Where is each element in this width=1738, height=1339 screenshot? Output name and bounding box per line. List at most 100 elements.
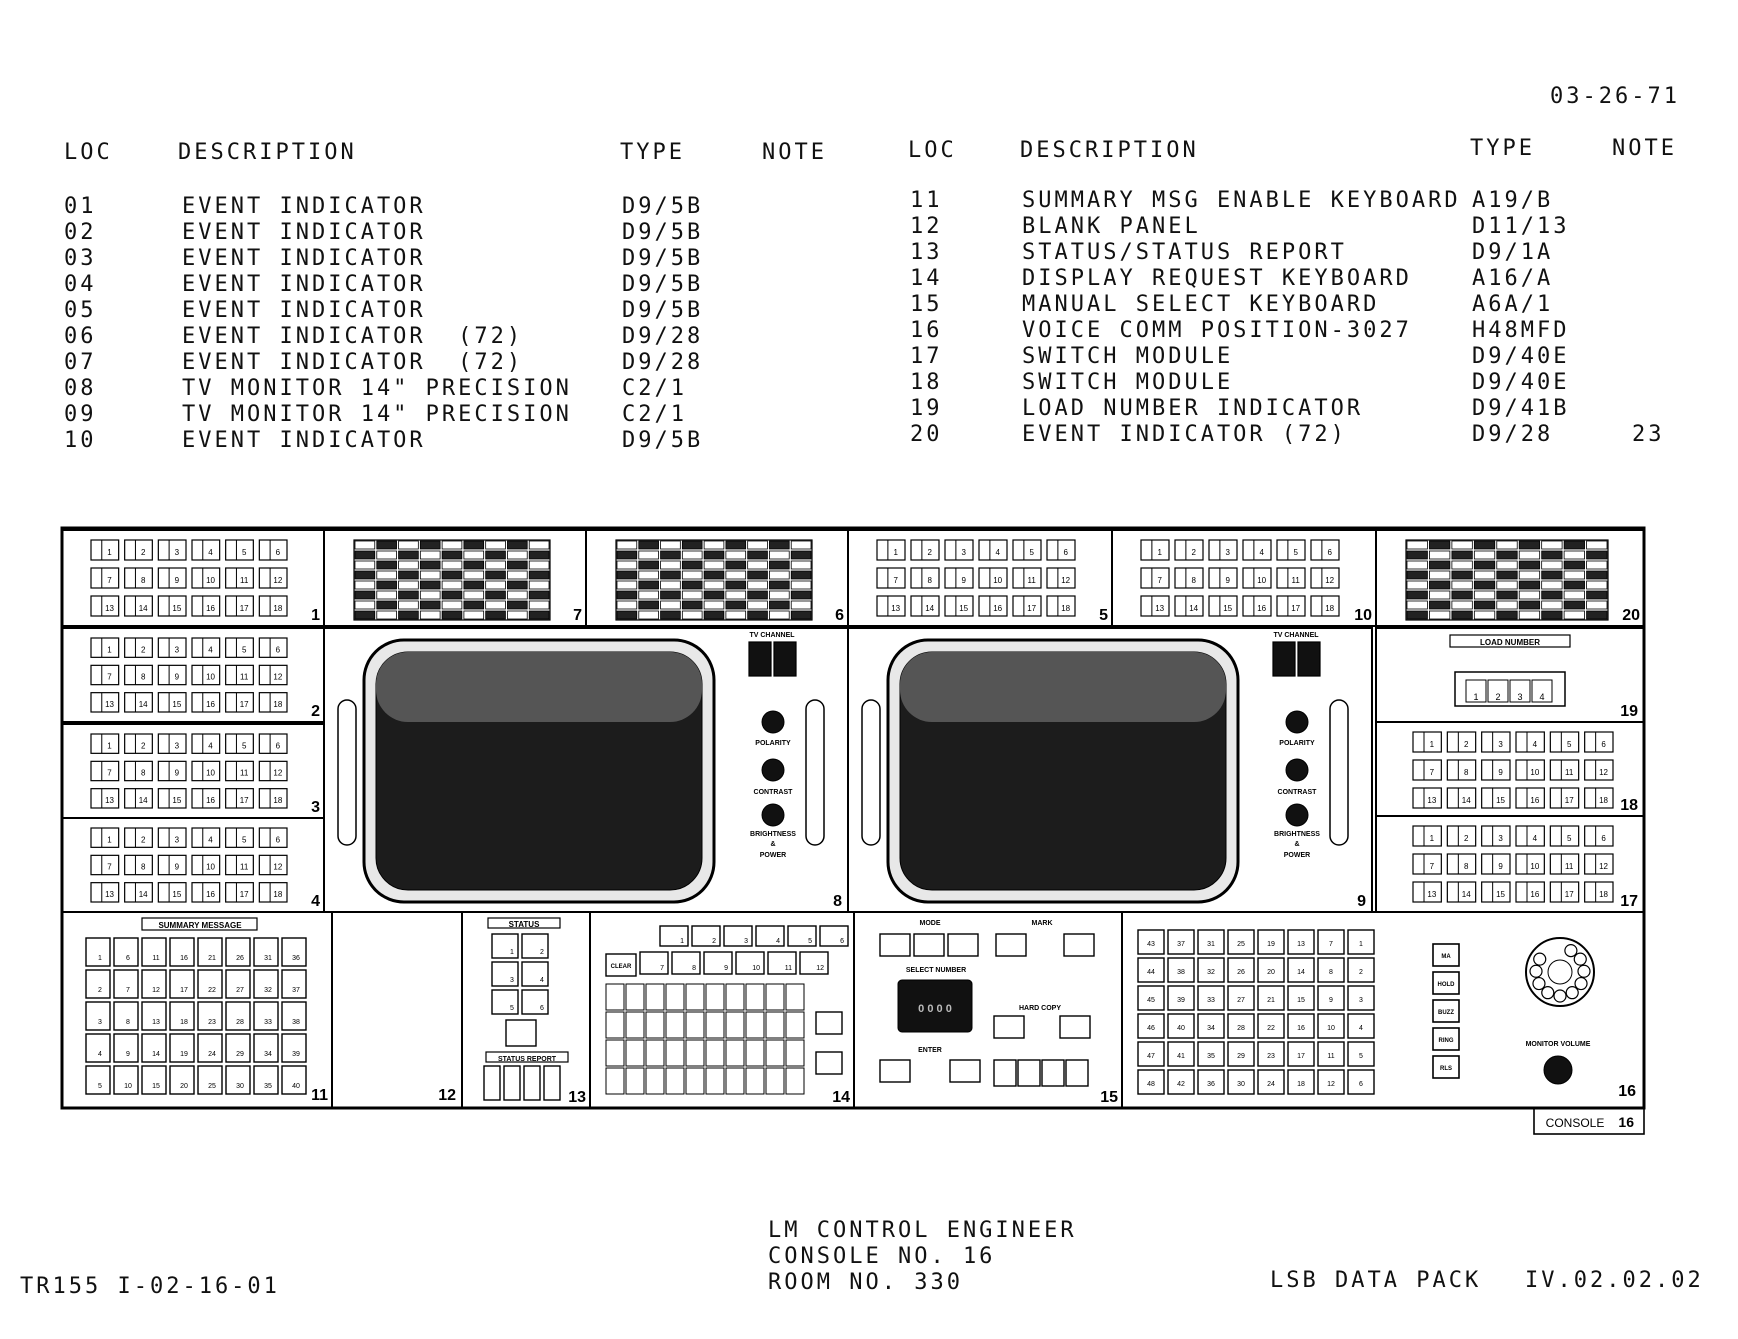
event-indicator-6-lamp <box>790 570 812 580</box>
event-indicator-6-lamp <box>769 610 790 620</box>
right-row-type: D9/40E <box>1472 370 1570 395</box>
event-indicator-6-lamp <box>638 580 659 590</box>
voice-comm-key <box>1257 957 1285 983</box>
switch-module-4-button-number: 13 <box>105 890 114 899</box>
switch-module-2-button <box>124 637 153 658</box>
switch-module-1-button <box>258 539 288 561</box>
panel-6-number: 6 <box>835 607 844 624</box>
switch-module-2-button-number: 17 <box>240 700 249 709</box>
switch-module-10-button <box>1174 567 1204 589</box>
event-indicator-7-lamp <box>528 610 550 620</box>
switch-module-3-button-number: 1 <box>107 741 112 750</box>
right-row-desc: VOICE COMM POSITION-3027 <box>1022 318 1412 343</box>
switch-module-18-button <box>1584 731 1614 753</box>
switch-module-4-button <box>157 827 187 848</box>
right-row-desc: SUMMARY MSG ENABLE KEYBOARD <box>1022 188 1461 213</box>
switch-module-10-button-number: 15 <box>1223 604 1232 613</box>
switch-module-17-button <box>1515 853 1545 875</box>
summary-key-number: 24 <box>208 1051 216 1058</box>
mark-key-1 <box>995 933 1027 957</box>
display-request-key <box>639 951 669 975</box>
summary-key <box>281 937 307 967</box>
event-indicator-20-lamp <box>1586 600 1608 610</box>
switch-module-17-button-number: 2 <box>1464 834 1469 843</box>
summary-key <box>225 969 251 999</box>
display-request-grid-cell <box>605 1067 625 1095</box>
display-request-key-number: 2 <box>712 938 716 945</box>
event-indicator-20-lamp <box>1429 610 1451 620</box>
event-indicator-20-lamp <box>1406 540 1428 550</box>
display-request-grid-cell <box>725 1039 745 1067</box>
switch-module-10-button-number: 6 <box>1327 548 1332 557</box>
voice-comm-key <box>1167 985 1195 1011</box>
summary-key <box>85 1001 111 1031</box>
switch-module-3-button-number: 12 <box>273 769 282 778</box>
status-button <box>491 961 519 987</box>
voice-comm-key-number: 43 <box>1147 941 1155 948</box>
switch-module-3-button <box>191 788 221 809</box>
event-indicator-7-lamp <box>485 580 506 590</box>
switch-module-5-button <box>910 595 940 617</box>
switch-module-18-button <box>1549 731 1580 753</box>
event-indicator-20-lamp <box>1541 540 1563 550</box>
switch-module-5-button-number: 16 <box>993 604 1002 613</box>
voice-comm-key <box>1167 957 1195 983</box>
display-request-grid-cell <box>685 983 705 1011</box>
event-indicator-20-lamp <box>1429 570 1451 580</box>
switch-module-10-button <box>1140 567 1170 589</box>
switch-module-2-button <box>90 692 120 713</box>
voice-comm-key-number: 20 <box>1267 969 1275 976</box>
event-indicator-20-lamp <box>1473 540 1496 550</box>
left-row-type: D9/5B <box>622 194 704 219</box>
voice-comm-key <box>1317 1041 1345 1067</box>
switch-module-18-button-number: 3 <box>1498 740 1503 749</box>
left-row-desc: EVENT INDICATOR <box>182 246 426 271</box>
dial-finger-hole <box>1529 964 1543 978</box>
status-button-number: 3 <box>510 977 514 984</box>
event-indicator-7-lamp <box>376 590 397 600</box>
event-indicator-20-lamp <box>1518 550 1541 560</box>
left-row-loc: 02 <box>64 220 97 245</box>
event-indicator-20-lamp <box>1406 580 1428 590</box>
event-indicator-7-lamp <box>398 540 419 550</box>
summary-key <box>85 1033 111 1063</box>
event-indicator-6-lamp <box>681 560 703 570</box>
panel-15-number: 15 <box>1100 1089 1118 1106</box>
switch-module-17-button-number: 11 <box>1565 862 1574 871</box>
switch-module-3-button-number: 15 <box>172 796 181 805</box>
event-indicator-7-lamp <box>463 550 485 560</box>
panel-4-number: 4 <box>311 893 320 910</box>
event-indicator-6-lamp <box>681 600 703 610</box>
switch-module-5-button-number: 6 <box>1063 548 1068 557</box>
left-row-desc: EVENT INDICATOR <box>182 220 426 245</box>
switch-module-2-button-number: 8 <box>141 673 146 682</box>
event-indicator-20-lamp <box>1451 580 1473 590</box>
switch-module-2-button-number: 13 <box>105 700 114 709</box>
summary-key-number: 10 <box>124 1083 132 1090</box>
switch-module-18-button-number: 15 <box>1496 796 1505 805</box>
event-indicator-6-lamp <box>681 580 703 590</box>
event-indicator-6-lamp <box>616 560 638 570</box>
event-indicator-20-lamp <box>1473 610 1496 620</box>
status-report-lamp <box>523 1065 541 1101</box>
summary-key <box>169 1001 195 1031</box>
switch-module-10-button <box>1174 595 1204 617</box>
event-indicator-6-lamp <box>747 540 768 550</box>
monitor-8-contrast-knob <box>761 758 785 782</box>
event-indicator-20-lamp <box>1541 570 1563 580</box>
switch-module-17-button-number: 1 <box>1430 834 1435 843</box>
voice-comm-key-number: 41 <box>1177 1053 1185 1060</box>
switch-module-17-button <box>1549 853 1580 875</box>
switch-module-10-button <box>1242 539 1272 561</box>
monitor-8-tv-channel-label: TV CHANNEL <box>749 632 795 639</box>
dial-finger-hole <box>1533 952 1547 966</box>
panel-13-frame <box>461 911 591 1109</box>
switch-module-5-button-number: 5 <box>1029 548 1034 557</box>
switch-module-5-button <box>1012 539 1042 561</box>
left-row-desc: TV MONITOR 14" PRECISION <box>182 402 572 427</box>
event-indicator-6-lamp <box>616 550 638 560</box>
voice-comm-key-number: 26 <box>1237 969 1245 976</box>
event-indicator-20-lamp <box>1518 590 1541 600</box>
event-indicator-7-lamp <box>441 610 463 620</box>
switch-module-5-button <box>1012 595 1042 617</box>
